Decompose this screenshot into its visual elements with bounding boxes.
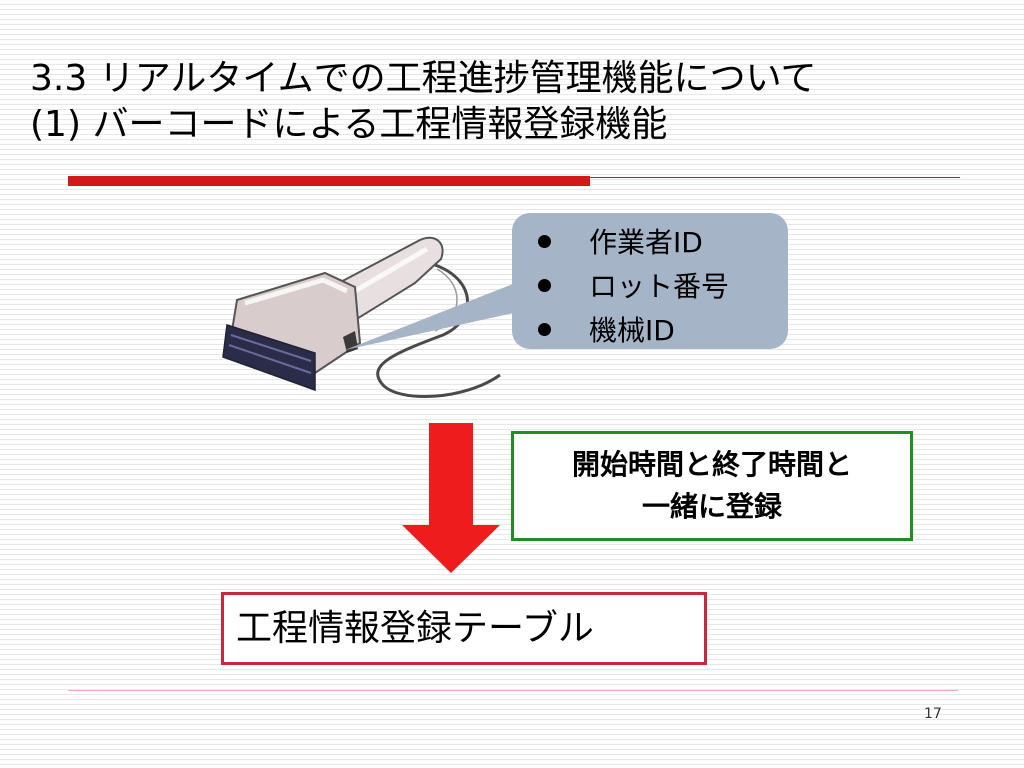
bullet-icon xyxy=(538,322,551,336)
scan-item-list: 作業者ID ロット番号 機械ID xyxy=(512,213,788,351)
timing-note-line-2: 一緒に登録 xyxy=(641,490,782,523)
list-item: 機械ID xyxy=(512,307,788,351)
timing-note-line-1: 開始時間と終了時間と xyxy=(571,448,852,481)
scan-item-label: 機械ID xyxy=(589,314,675,347)
scan-item-label: 作業者ID xyxy=(589,226,703,259)
title-line-2: (1) バーコードによる工程情報登録機能 xyxy=(30,104,668,145)
title-line-1: 3.3 リアルタイムでの工程進捗管理機能について xyxy=(30,58,817,99)
bullet-icon xyxy=(538,234,551,248)
slide-title: 3.3 リアルタイムでの工程進捗管理機能について (1) バーコードによる工程情… xyxy=(30,56,817,148)
registration-table-box: 工程情報登録テーブル xyxy=(221,592,707,665)
down-arrow-icon xyxy=(402,423,500,573)
title-underline-thin xyxy=(590,177,960,178)
scan-info-callout: 作業者ID ロット番号 機械ID xyxy=(512,213,788,349)
barcode-scanner-icon xyxy=(222,236,501,398)
timing-note-box: 開始時間と終了時間と 一緒に登録 xyxy=(511,431,913,541)
title-underline-thick xyxy=(68,176,590,186)
scan-item-label: ロット番号 xyxy=(589,270,730,303)
footer-divider xyxy=(68,690,958,691)
bullet-icon xyxy=(538,278,551,292)
list-item: ロット番号 xyxy=(512,263,788,307)
list-item: 作業者ID xyxy=(512,219,788,263)
page-number: 17 xyxy=(924,706,942,722)
